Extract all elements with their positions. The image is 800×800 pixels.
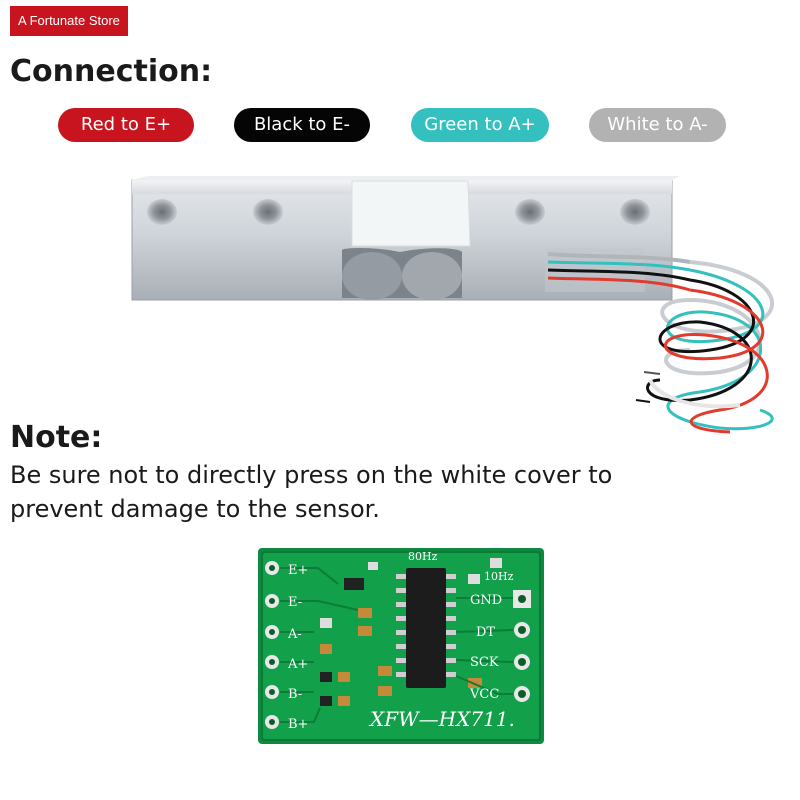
pin-label-e-minus: E- (288, 595, 302, 610)
right-pin-pads (513, 590, 531, 702)
note-title: Note: (10, 420, 103, 455)
freq-10hz: 10Hz (484, 570, 514, 583)
hx711-board: E+ E- A- A+ B- B+ GND DT SCK VCC 80Hz 10… (258, 548, 544, 744)
pin-label-b-plus: B+ (288, 717, 308, 732)
smd-components (320, 558, 502, 706)
connection-title: Connection: (10, 54, 213, 89)
pin-label-gnd: GND (470, 593, 502, 608)
left-pin-pads (265, 561, 279, 729)
board-model: XFW—HX711. (368, 707, 515, 731)
pin-label-sck: SCK (470, 655, 499, 670)
load-cell-illustration (131, 176, 775, 434)
mount-hole (515, 199, 545, 225)
pin-label-dt: DT (476, 625, 495, 640)
mount-hole (620, 199, 650, 225)
freq-80hz: 80Hz (408, 550, 438, 563)
note-text: Be sure not to directly press on the whi… (10, 461, 613, 523)
pin-label-a-plus: A+ (287, 657, 308, 672)
pin-label-vcc: VCC (469, 687, 499, 702)
ic-chip (406, 568, 446, 688)
pin-label-e-plus: E+ (288, 563, 308, 578)
pin-label-a-minus: A- (287, 627, 302, 642)
pin-label-b-minus: B- (288, 687, 302, 702)
mount-hole (253, 199, 283, 225)
mount-hole (147, 199, 177, 225)
pill-black-to-e-minus: Black to E- (234, 108, 370, 142)
pill-green-to-a-plus: Green to A+ (411, 108, 549, 142)
pill-white-to-a-minus: White to A- (589, 108, 726, 142)
pill-red-to-e-plus: Red to E+ (58, 108, 194, 142)
store-badge: A Fortunate Store (10, 6, 128, 36)
